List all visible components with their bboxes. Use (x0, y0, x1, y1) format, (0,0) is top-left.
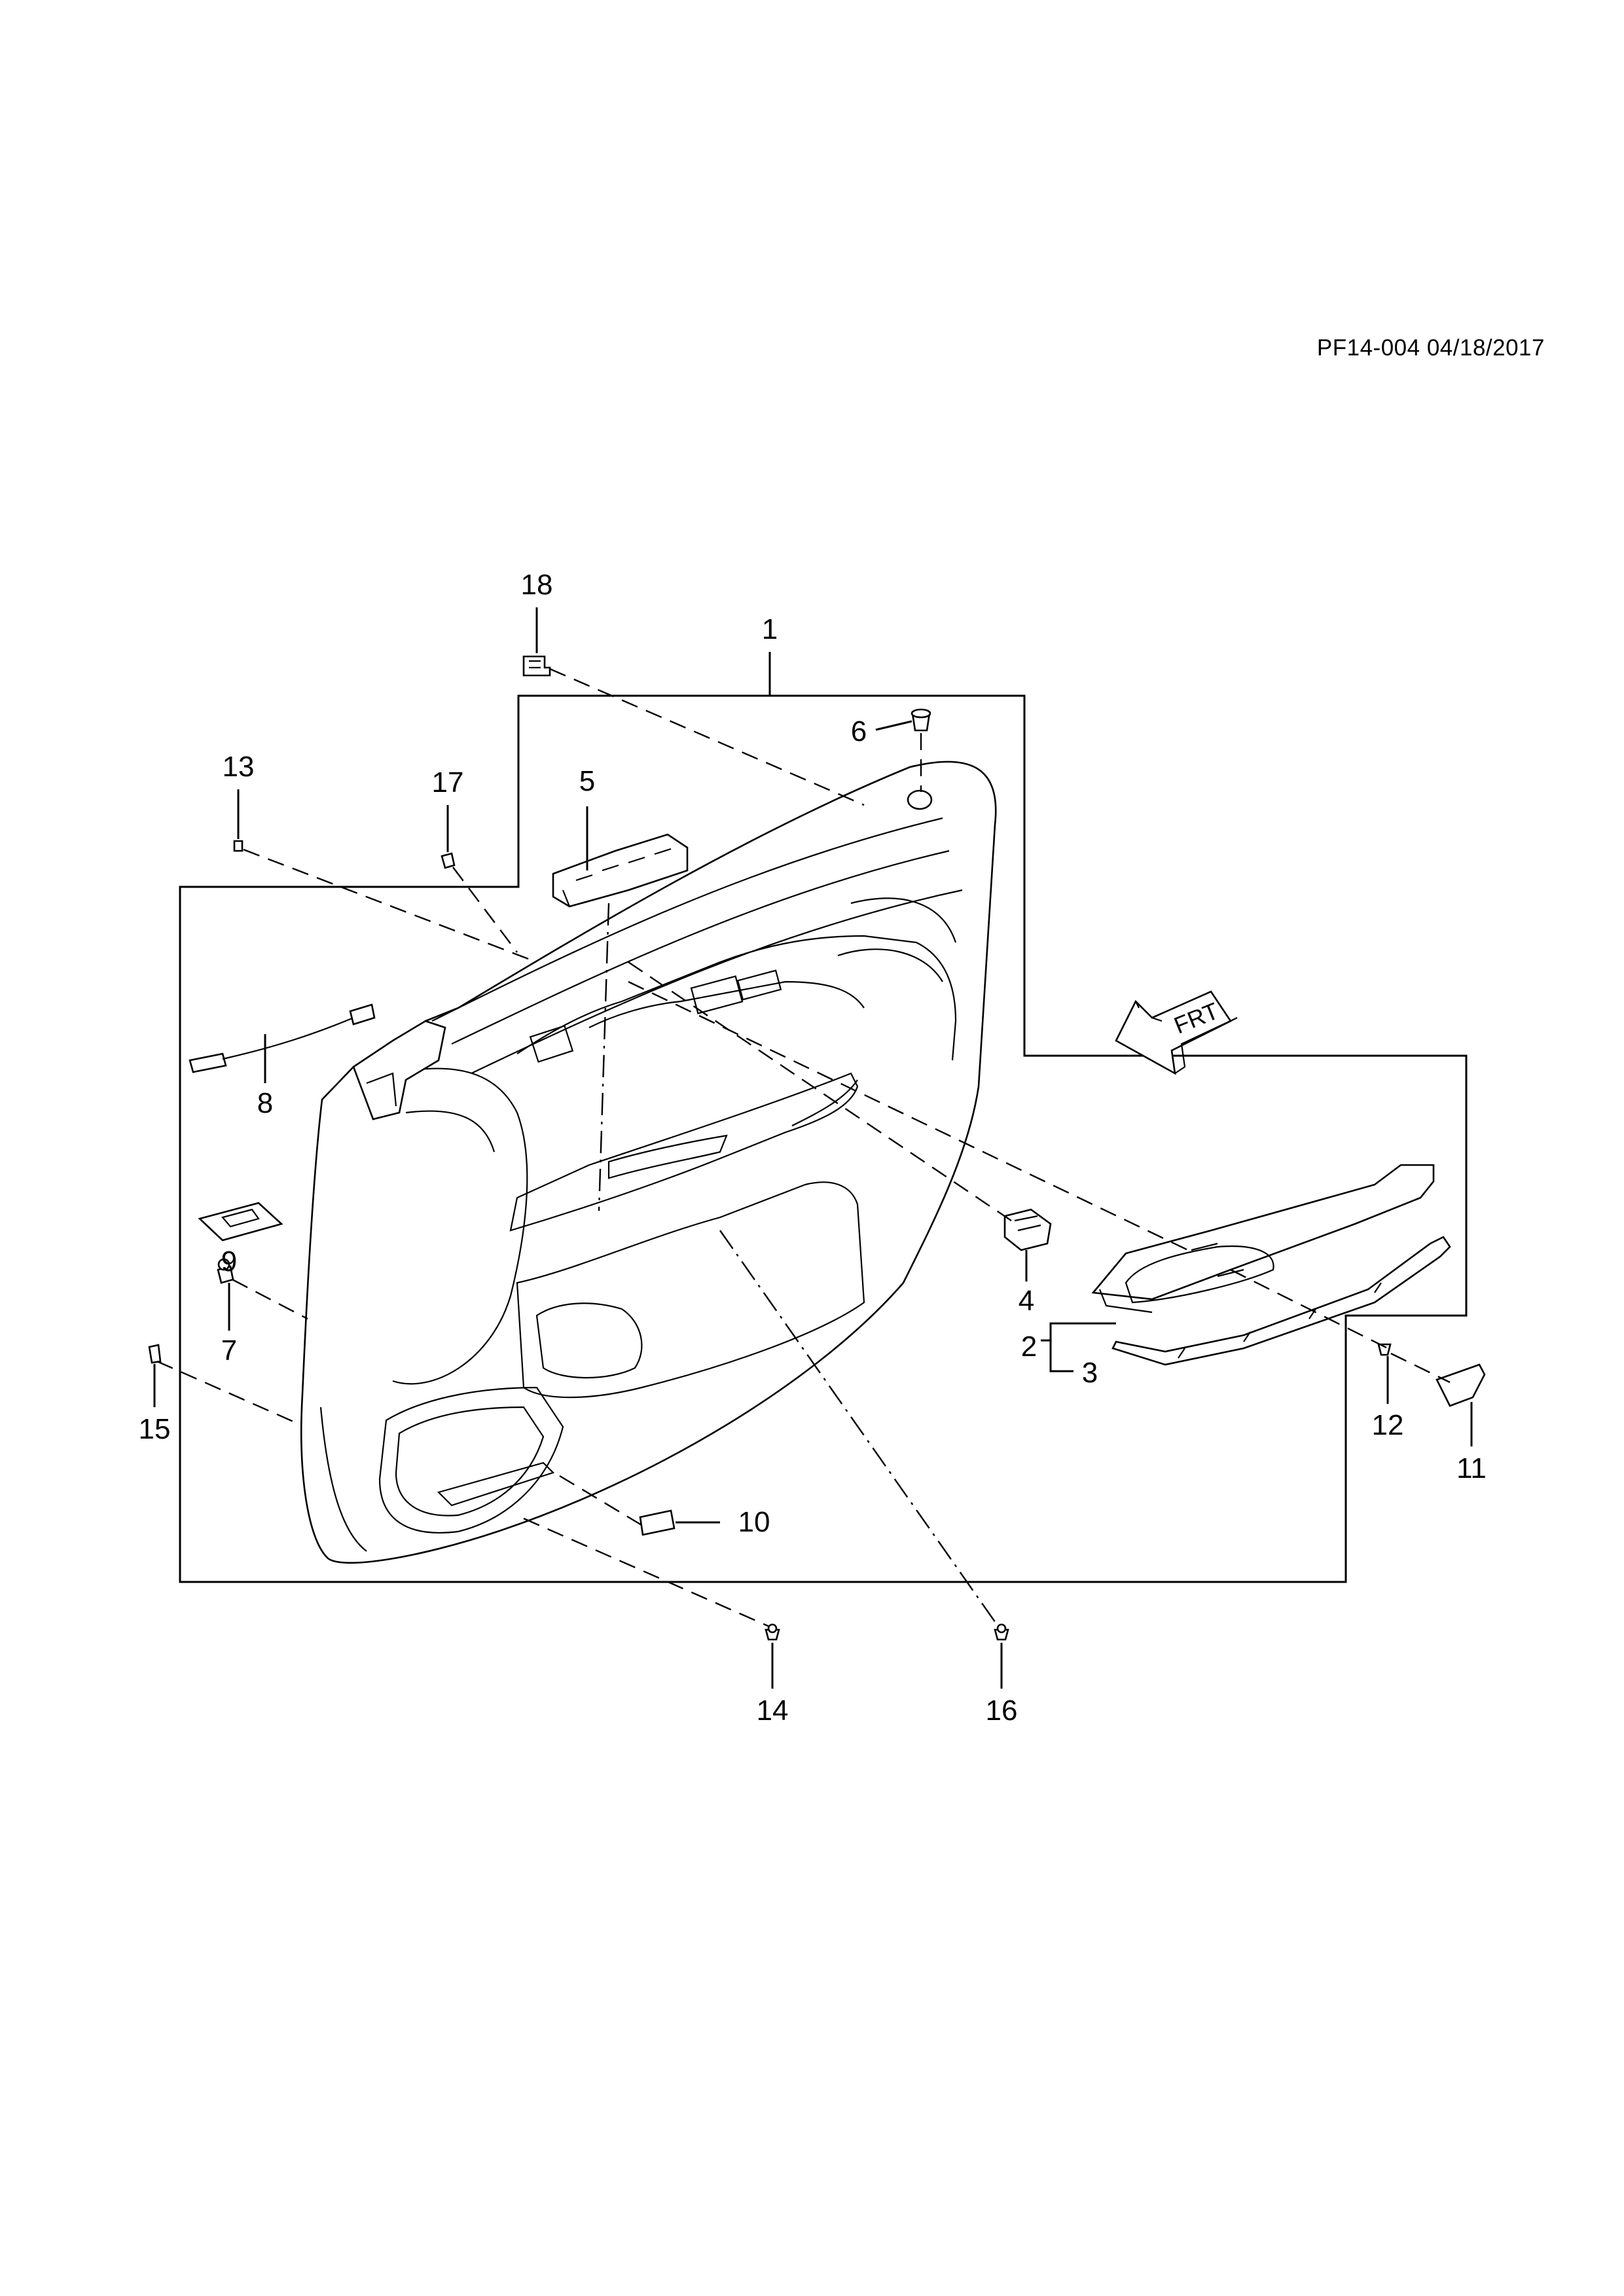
part-13-clip (233, 840, 244, 852)
part-8-cable (189, 1003, 376, 1073)
callout-8: 8 (257, 1087, 273, 1119)
callout-10: 10 (738, 1506, 770, 1538)
callout-14: 14 (757, 1695, 789, 1727)
callout-13: 13 (223, 751, 255, 783)
door-trim-panel (300, 761, 997, 1564)
callout-12: 12 (1372, 1409, 1404, 1441)
callout-17: 17 (432, 766, 464, 798)
part-11-cap (1435, 1363, 1486, 1407)
part-16-screw (994, 1623, 1009, 1641)
callout-15: 15 (139, 1413, 171, 1445)
part-7-clip (217, 1258, 234, 1284)
part-4-switch (1003, 1208, 1052, 1251)
callout-1: 1 (762, 613, 778, 645)
part-6-grommet (911, 708, 931, 732)
callout-4: 4 (1019, 1285, 1034, 1317)
front-direction-arrow: FRT (1115, 990, 1238, 1075)
part-5-window-switch (552, 833, 689, 908)
callout-11: 11 (1456, 1452, 1487, 1484)
callout-3: 3 (1082, 1357, 1098, 1389)
part-15-clip (148, 1344, 162, 1364)
part-18-clip (522, 655, 551, 677)
leaders (153, 607, 1473, 1689)
callout-7: 7 (221, 1335, 237, 1367)
callout-16: 16 (986, 1695, 1018, 1727)
part-14-screw (765, 1623, 780, 1641)
part-12-screw (1377, 1343, 1392, 1356)
callout-2: 2 (1021, 1331, 1037, 1363)
document-reference: PF14-004 04/18/2017 (1316, 335, 1545, 361)
callout-5: 5 (579, 765, 595, 797)
part-9-bezel (198, 1202, 283, 1242)
part-3-trim-strip (1111, 1236, 1451, 1366)
callout-numbers: 1 2 3 4 5 6 7 8 9 10 11 12 13 14 15 16 1… (139, 569, 1487, 1727)
callout-6: 6 (851, 715, 867, 747)
part-17-clip (441, 852, 456, 869)
callout-9: 9 (221, 1246, 237, 1278)
part-10-clip (639, 1509, 676, 1536)
callout-18: 18 (521, 569, 553, 601)
part-2-armrest-trim (1091, 1164, 1435, 1314)
assembly-boundary (179, 694, 1468, 1583)
assembly-lines (156, 668, 1451, 1628)
